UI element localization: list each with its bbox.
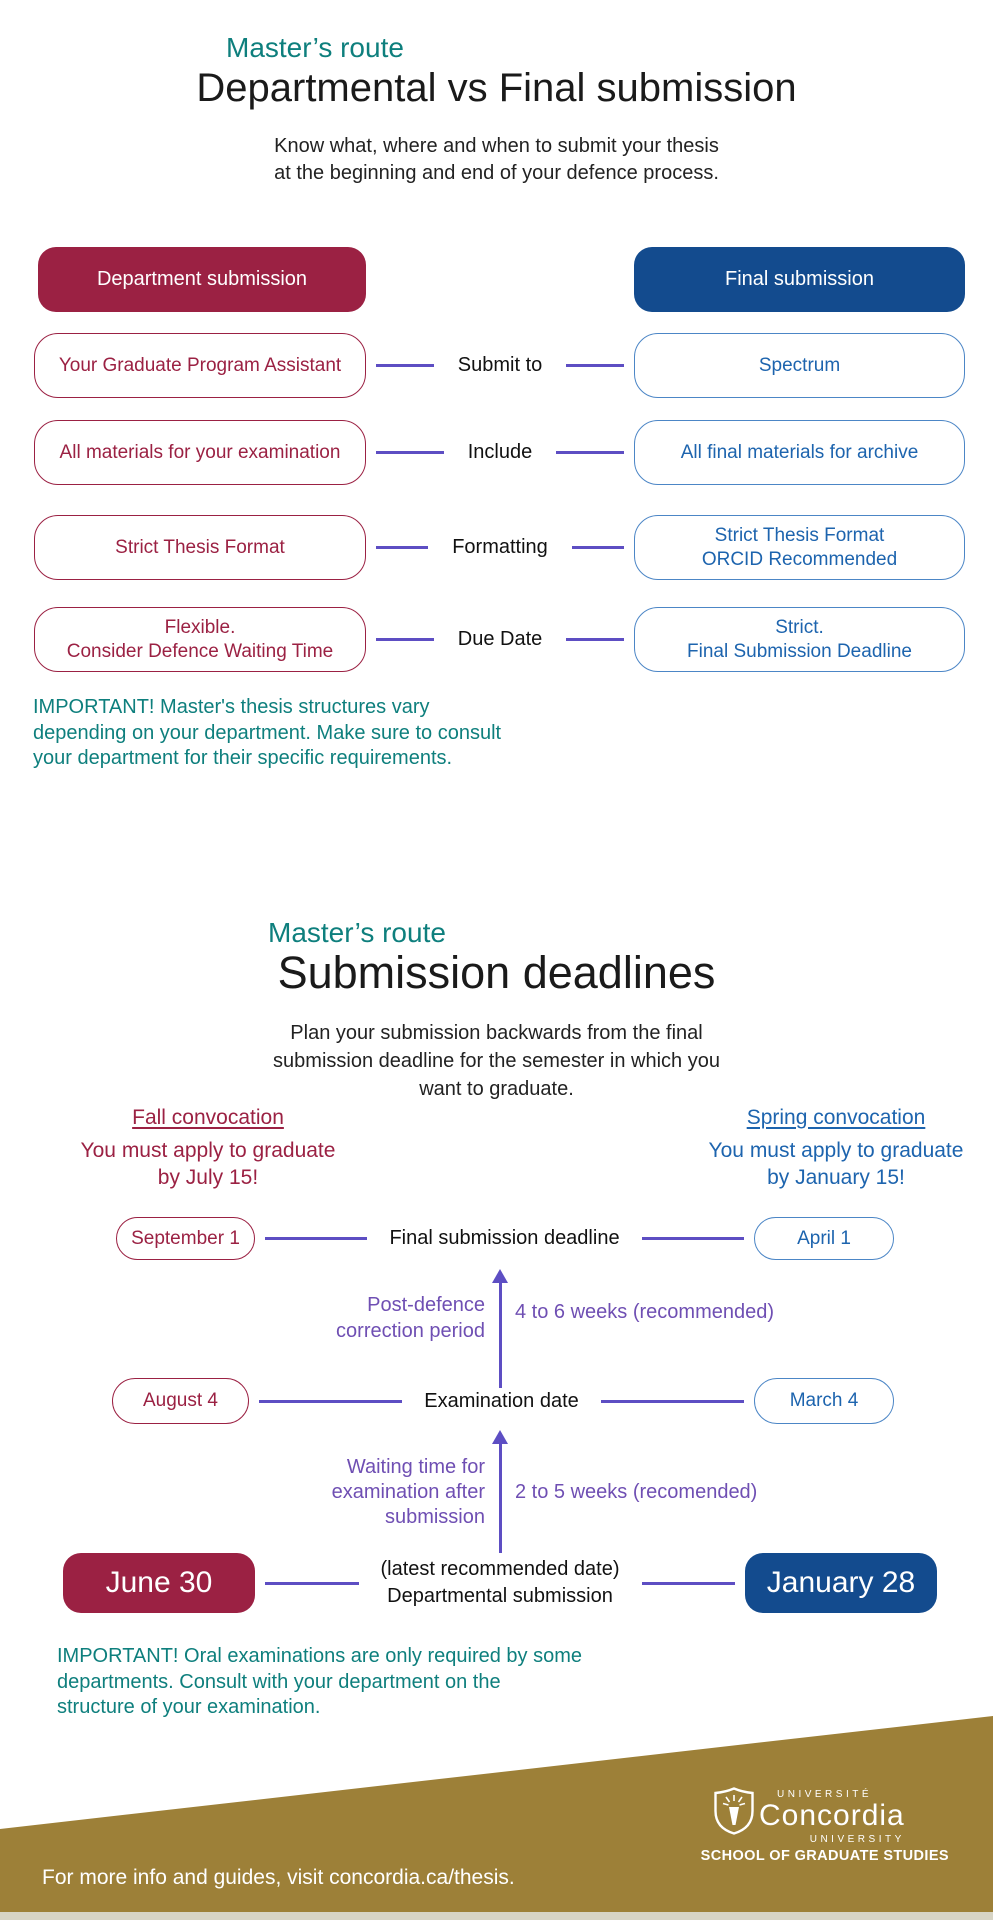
connector-line <box>600 1399 745 1403</box>
connector-line <box>265 1237 368 1240</box>
concordia-logo: UNIVERSITÉ Concordia UNIVERSITY <box>714 1786 905 1845</box>
comparison-row-submit-to: Your Graduate Program Assistant Submit t… <box>34 333 966 398</box>
dept-formatting-value: Strict Thesis Format <box>34 515 366 580</box>
spring-departmental-date: January 28 <box>745 1553 938 1613</box>
up-arrow-post-defence <box>492 1269 508 1388</box>
section1-subtitle: Know what, where and when to submit your… <box>274 135 719 184</box>
post-defence-period-label: Post-defence correction period <box>336 1294 485 1342</box>
row-label-due-date: Due Date <box>457 628 543 650</box>
connector-line <box>376 638 434 641</box>
fall-convocation-block: Fall convocation You must apply to gradu… <box>58 1104 358 1191</box>
departmental-submission-label-block: (latest recommended date) Departmental s… <box>381 1556 620 1610</box>
connector-line <box>556 451 624 454</box>
dept-include-value: All materials for your examination <box>34 420 366 485</box>
department-submission-header: Department submission <box>38 247 366 312</box>
section1-important-note: IMPORTANT! Master's thesis structures va… <box>33 696 502 769</box>
final-include-value: All final materials for archive <box>634 420 965 485</box>
final-due-date-value: Strict. Final Submission Deadline <box>634 607 965 672</box>
waiting-time-duration-label: 2 to 5 weeks (recomended) <box>515 1481 758 1503</box>
row-label-formatting: Formatting <box>452 536 548 558</box>
section1-eyebrow: Master’s route <box>226 32 404 63</box>
connector-line <box>571 546 624 549</box>
spring-convocation-link[interactable]: Spring convocation <box>746 1106 926 1129</box>
logo-concordia-text: Concordia <box>759 1799 905 1832</box>
footer-info-text: For more info and guides, visit concordi… <box>42 1866 515 1889</box>
comparison-row-due-date: Flexible. Consider Defence Waiting Time … <box>34 607 965 672</box>
comparison-row-include: All materials for your examination Inclu… <box>34 420 965 485</box>
connector-line <box>641 1581 736 1585</box>
up-arrow-waiting-time <box>492 1430 508 1553</box>
section2-eyebrow: Master’s route <box>268 917 446 948</box>
fall-convocation-note: You must apply to graduate by July 15! <box>80 1139 336 1189</box>
final-submission-deadline-label: Final submission deadline <box>389 1227 620 1249</box>
waiting-time-label: Waiting time for examination after submi… <box>331 1456 485 1528</box>
connector-line <box>376 364 434 367</box>
logo-university-text: UNIVERSITY <box>809 1834 905 1845</box>
section2-title: Submission deadlines <box>277 947 716 998</box>
row-label-include: Include <box>467 441 533 463</box>
connector-line <box>376 546 429 549</box>
timeline-row-examination: August 4 Examination date March 4 <box>0 1378 993 1424</box>
post-defence-duration-label: 4 to 6 weeks (recommended) <box>515 1301 775 1323</box>
connector-line <box>641 1237 745 1240</box>
fall-examination-date: August 4 <box>112 1378 249 1424</box>
timeline-row-departmental-submission: June 30 (latest recommended date) Depart… <box>0 1553 993 1613</box>
final-submission-header: Final submission <box>634 247 965 312</box>
fall-convocation-link[interactable]: Fall convocation <box>132 1106 284 1129</box>
section1-title: Departmental vs Final submission <box>196 66 797 110</box>
comparison-row-formatting: Strict Thesis Format Formatting Strict T… <box>34 515 965 580</box>
concordia-wordmark: UNIVERSITÉ Concordia UNIVERSITY <box>759 1786 905 1845</box>
final-formatting-value: Strict Thesis Format ORCID Recommended <box>634 515 965 580</box>
final-submit-to-value: Spectrum <box>634 333 966 398</box>
school-of-graduate-studies-label: SCHOOL OF GRADUATE STUDIES <box>700 1848 949 1864</box>
connector-line <box>259 1399 403 1403</box>
connector-line <box>566 638 624 641</box>
concordia-shield-icon <box>714 1787 754 1835</box>
departmental-submission-note: (latest recommended date) <box>380 1558 620 1580</box>
dept-due-date-value: Flexible. Consider Defence Waiting Time <box>34 607 366 672</box>
spring-convocation-note: You must apply to graduate by January 15… <box>708 1139 964 1189</box>
spring-convocation-block: Spring convocation You must apply to gra… <box>686 1104 986 1191</box>
row-label-submit-to: Submit to <box>457 354 543 376</box>
spring-final-deadline-date: April 1 <box>754 1217 895 1260</box>
departmental-submission-label: Departmental submission <box>387 1585 613 1607</box>
connector-line <box>265 1581 359 1585</box>
footer-bottom-strip <box>0 1912 993 1920</box>
fall-departmental-date: June 30 <box>63 1553 255 1613</box>
spring-examination-date: March 4 <box>754 1378 895 1424</box>
fall-final-deadline-date: September 1 <box>116 1217 255 1260</box>
connector-line <box>566 364 625 367</box>
connector-line <box>376 451 444 454</box>
section2-important-note: IMPORTANT! Oral examinations are only re… <box>57 1645 583 1718</box>
examination-date-label: Examination date <box>424 1389 579 1412</box>
dept-submit-to-value: Your Graduate Program Assistant <box>34 333 366 398</box>
timeline-row-final-submission: September 1 Final submission deadline Ap… <box>0 1217 993 1260</box>
section2-subtitle: Plan your submission backwards from the … <box>273 1022 720 1100</box>
logo-universite-text: UNIVERSITÉ <box>777 1789 873 1800</box>
